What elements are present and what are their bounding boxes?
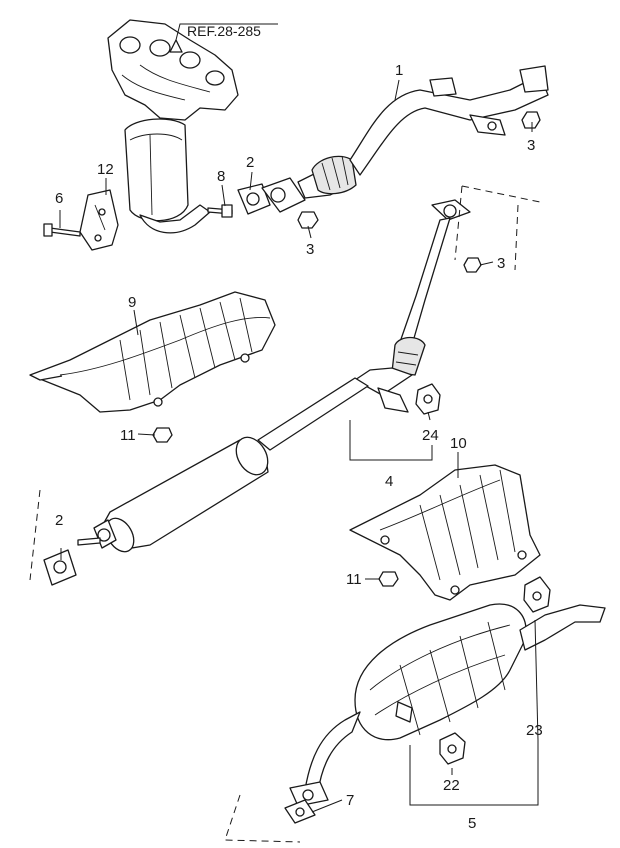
catalytic-converter (124, 118, 211, 234)
callout-11-right: 11 (346, 571, 362, 588)
dashed-box-front-pipe (454, 185, 541, 271)
callout-6: 6 (55, 190, 63, 207)
hanger-rubber-22 (439, 732, 466, 765)
callout-5: 5 (468, 815, 476, 832)
leader-7 (311, 799, 343, 813)
callout-3-middle: 3 (306, 241, 314, 258)
leader-9 (133, 309, 139, 336)
front-pipe (261, 65, 549, 213)
callout-24: 24 (422, 427, 439, 444)
callout-3-top-right: 3 (527, 137, 535, 154)
dashed-box-center-pipe (29, 489, 41, 581)
bolt-pipe-flange (77, 537, 101, 546)
callout-2-top: 2 (246, 154, 254, 171)
callout-4: 4 (385, 473, 393, 490)
leader-23 (534, 619, 539, 741)
stud-8 (207, 204, 233, 218)
callout-12: 12 (97, 161, 114, 178)
callout-9: 9 (128, 294, 136, 311)
callout-22: 22 (443, 777, 460, 794)
callout-10: 10 (450, 435, 467, 452)
hanger-rubber-23 (523, 576, 551, 613)
leader-2a (249, 171, 253, 191)
heat-protector-9 (29, 291, 276, 413)
bolt-6 (43, 223, 81, 237)
leader-8 (221, 184, 226, 207)
callout-7: 7 (346, 792, 354, 809)
callout-8: 8 (217, 168, 225, 185)
leader-24 (427, 411, 431, 421)
rear-muffler-assembly (289, 603, 606, 807)
nut-3-a (521, 111, 541, 129)
nut-11-a (152, 427, 173, 443)
leader-3c (479, 261, 494, 266)
dashed-box-rear (224, 794, 301, 843)
converter-bracket (79, 189, 119, 251)
gasket-2-top (237, 183, 271, 215)
callout-1: 1 (395, 62, 403, 79)
ref-arrow-icon (169, 39, 183, 53)
callout-23: 23 (526, 722, 543, 739)
exhaust-manifold (107, 19, 239, 121)
leader-3b (307, 225, 312, 239)
leader-11a (137, 433, 156, 436)
callout-2-bottom: 2 (55, 512, 63, 529)
gasket-2-bottom (43, 549, 77, 586)
nut-11-b (378, 571, 399, 587)
bracket-5 (409, 740, 539, 806)
nut-3-c (463, 257, 482, 273)
hanger-rubber-24 (415, 383, 441, 415)
gasket-7 (284, 799, 316, 824)
heat-protector-10 (349, 464, 541, 601)
callout-11-left: 11 (120, 427, 136, 444)
leader-1 (394, 79, 400, 101)
bracket-4 (349, 420, 433, 461)
center-pipe-assembly (93, 199, 471, 553)
nut-3-b (297, 211, 319, 229)
callout-3-right: 3 (497, 255, 505, 272)
leader-ref (175, 23, 278, 41)
reference-label: REF.28-285 (187, 23, 261, 39)
